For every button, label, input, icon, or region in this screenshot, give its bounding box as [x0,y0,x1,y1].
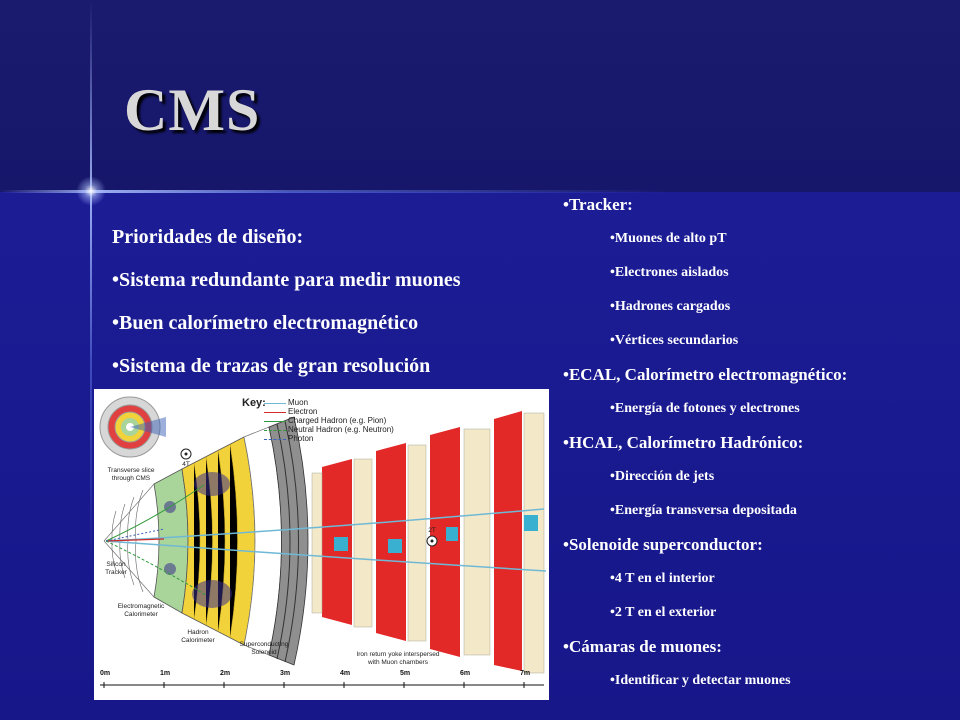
cms-slice-graphic [99,396,547,688]
priorities-heading: Prioridades de diseño: [112,226,304,248]
solenoid-coil [268,416,309,666]
subsystem-item: •Tracker: [563,195,633,214]
key-item: Neutral Hadron (e.g. Neutron) [288,425,394,434]
transverse-slice-icon [99,396,166,458]
subsystem-subitem: •Energía transversa depositada [610,503,797,518]
subsystem-subitem: •Muones de alto pT [610,231,727,246]
scale-tick-label: 3m [280,670,291,677]
scale-tick-label: 0m [100,670,111,677]
hcal-label: Hadron Calorimeter [181,629,215,644]
key-title: Key: [242,397,266,409]
priority-item: •Sistema de trazas de gran resolución [112,355,431,377]
jet-deposit [194,472,230,496]
subsystem-item: •HCAL, Calorímetro Hadrónico: [563,433,804,452]
charged-hadron-track [105,484,205,542]
jet-deposit [192,580,232,608]
cms-slice-diagram: Key: Muon Electron Charged Hadron (e.g. … [94,389,549,700]
subsystem-subitem: •Energía de fotones y electrones [610,401,800,416]
priority-item: •Sistema redundante para medir muones [112,269,461,291]
ecal-block [153,468,189,614]
scale-tick-label: 6m [460,670,471,677]
subsystem-item: •Cámaras de muones: [563,637,722,656]
key-swatch [264,439,286,440]
scale-tick-label: 1m [160,670,171,677]
priority-item: •Buen calorímetro electromagnético [112,312,419,334]
muon-hits [334,515,538,553]
key-item: Photon [288,434,314,443]
subsystem-subitem: •Vértices secundarios [610,333,739,348]
key-swatch [264,412,286,413]
key-item: Muon [288,398,309,407]
subsystem-item: •ECAL, Calorímetro electromagnético: [563,365,848,384]
muon-chambers [311,412,545,674]
subsystem-subitem: •Electrones aislados [610,265,729,280]
key-swatch [264,421,286,422]
subsystem-subitem: •Hadrones cargados [610,299,731,314]
subsystem-subitem: •Dirección de jets [610,469,715,484]
electron-track [105,538,165,542]
subsystem-subitem: •2 T en el exterior [610,605,717,620]
key-item: Charged Hadron (e.g. Pion) [288,416,387,425]
transverse-label: Transverse slice through CMS [107,467,155,482]
scale-tick-label: 7m [520,670,531,677]
field-label: 4T [182,461,190,468]
solenoid-label: Superconducting Solenoid [239,641,289,656]
subsystem-subitem: •Identificar y detectar muones [610,673,791,688]
subsystem-item: •Solenoide superconductor: [563,535,763,554]
title-band [0,0,960,192]
key-item: Electron [288,407,318,416]
slide-title: CMS [124,77,261,143]
subsystems-list: •Tracker: •Muones de alto pT •Electrones… [563,194,847,704]
neutral-hadron-track [105,540,207,596]
tracker-label: Silicon Tracker [105,561,127,576]
key-swatch [264,403,286,404]
scale-tick-label: 5m [400,670,411,677]
outer-field-label: 2T [428,527,436,534]
key-swatch [264,430,286,431]
photon-track [105,528,165,542]
lens-flare-horizontal [0,190,960,193]
muon-track [105,508,545,542]
scale-tick-label: 2m [220,670,231,677]
scale-tick-label: 4m [340,670,351,677]
design-priorities-list: Prioridades de diseño: •Sistema redundan… [112,216,461,388]
lens-flare-star [76,176,106,206]
lens-flare-vertical [90,0,92,720]
iron-label: Iron return yoke interspersed with Muon … [356,651,440,666]
muon-track [105,540,547,572]
ecal-label: Electromagnetic Calorimeter [117,603,165,618]
subsystem-subitem: •4 T en el interior [610,571,715,586]
